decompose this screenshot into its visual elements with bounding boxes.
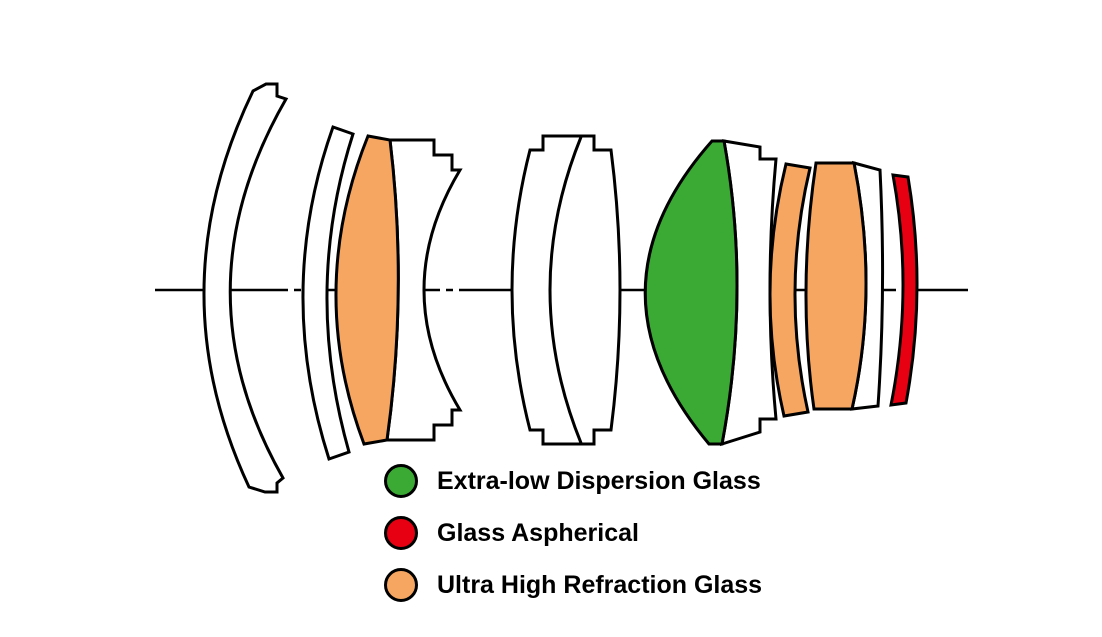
- legend-item-ed-glass: Extra-low Dispersion Glass: [383, 463, 762, 499]
- legend-label-uhr-glass: Ultra High Refraction Glass: [437, 571, 763, 599]
- legend-label-ed-glass: Extra-low Dispersion Glass: [437, 467, 761, 495]
- lens-element-3-uhr: [334, 134, 400, 446]
- lens-element-11-aspherical: [889, 173, 919, 407]
- lens-element-6-ed: [643, 139, 739, 446]
- lens-element-1: [202, 82, 289, 494]
- lens-element-8-uhr: [768, 162, 812, 418]
- uhr-glass-swatch-icon: [384, 568, 418, 602]
- aspherical-swatch-icon: [384, 516, 418, 550]
- legend: Extra-low Dispersion Glass Glass Aspheri…: [383, 463, 762, 603]
- aspherical-swatch-circle: [384, 516, 418, 550]
- ed-glass-swatch-circle: [384, 464, 418, 498]
- ed-glass-swatch-icon: [384, 464, 418, 498]
- lens-element-5-group: [510, 134, 622, 446]
- lens-element-9-uhr: [804, 161, 868, 411]
- cemented-surface-line: [548, 136, 583, 444]
- legend-item-aspherical: Glass Aspherical: [383, 515, 762, 551]
- uhr-glass-swatch-circle: [384, 568, 418, 602]
- legend-label-aspherical: Glass Aspherical: [437, 519, 639, 547]
- legend-item-uhr-glass: Ultra High Refraction Glass: [383, 567, 762, 603]
- lens-element-2: [301, 125, 355, 461]
